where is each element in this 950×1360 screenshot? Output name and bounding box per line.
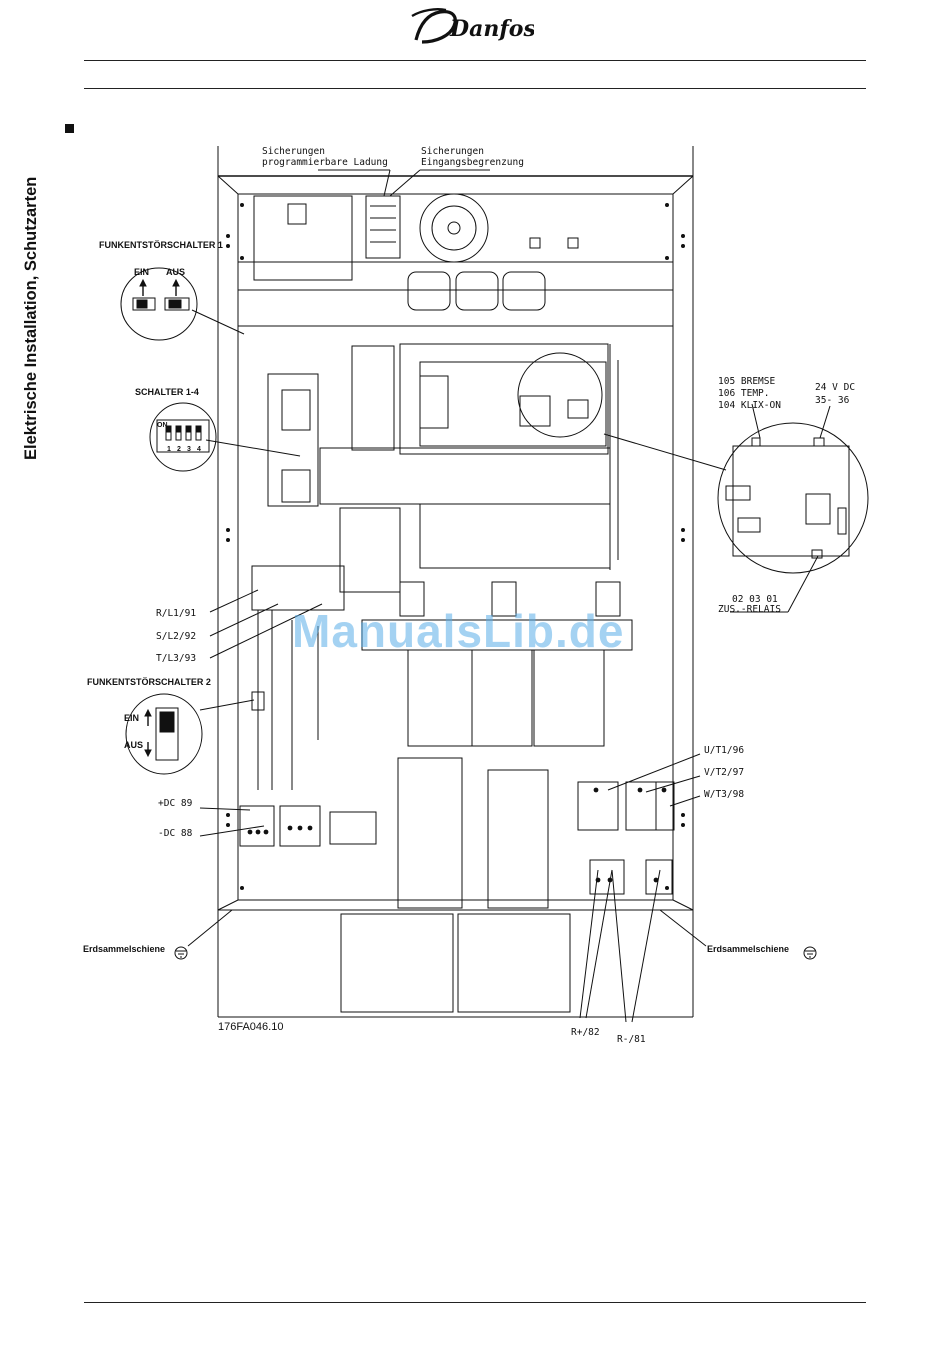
- label-dip-3: 3: [187, 446, 191, 453]
- label-fuses-programmable-1: Sicherungen: [262, 146, 325, 157]
- label-dip-on: ON: [157, 422, 168, 429]
- label-motor-u: U/T1/96: [704, 745, 745, 756]
- danfoss-logo: Danfoss: [411, 8, 534, 44]
- label-dip-4: 4: [197, 446, 201, 453]
- power-section: [239, 565, 675, 909]
- earth-symbol-right: [803, 946, 817, 960]
- label-fuses-programmable-2: programmierbare Ladung: [262, 157, 388, 168]
- label-brake-r-minus: R-/81: [617, 1034, 646, 1045]
- label-earth-bar-right: Erdsammelschiene: [707, 944, 790, 954]
- label-rfi1-on: EIN: [134, 267, 150, 277]
- label-switches-1-4: SCHALTER 1-4: [135, 387, 199, 397]
- label-rfi-switch-1: FUNKENTSTÖRSCHALTER 1: [99, 240, 223, 250]
- footer-rule: [84, 1302, 866, 1303]
- label-brake-105: 105 BREMSE: [718, 376, 776, 387]
- label-fuses-inrush-1: Sicherungen: [421, 146, 484, 157]
- label-relay: ZUS.-RELAIS: [718, 604, 781, 615]
- control-card-detail: [517, 352, 869, 574]
- label-rfi2-on: EIN: [124, 713, 140, 723]
- leader-lines: [187, 169, 819, 1023]
- header-rule-top: [84, 60, 866, 61]
- label-dip-2: 2: [177, 446, 181, 453]
- top-components: [253, 193, 579, 311]
- terminal-dots: [247, 787, 667, 883]
- label-rfi1-off: AUS: [166, 267, 186, 277]
- dip-switch-detail: [149, 402, 217, 472]
- label-dc-plus: +DC 89: [158, 798, 193, 809]
- rfi-switch-2-detail: [125, 693, 203, 775]
- label-rfi-switch-2: FUNKENTSTÖRSCHALTER 2: [87, 677, 211, 687]
- label-temp-106: 106 TEMP.: [718, 388, 770, 399]
- label-klixon-104: 104 KLIX-ON: [718, 400, 781, 411]
- brand-text: Danfoss: [449, 16, 534, 42]
- label-terminals-35-36: 35- 36: [815, 395, 850, 406]
- label-relay-terminals: 02 03 01: [732, 594, 778, 605]
- watermark: ManualsLib.de: [292, 605, 625, 657]
- cabinet-frame: [217, 146, 694, 1018]
- label-earth-bar-left: Erdsammelschiene: [83, 944, 166, 954]
- label-brake-r-plus: R+/82: [571, 1027, 600, 1038]
- control-boards: [267, 343, 619, 593]
- label-fuses-inrush-2: Eingangsbegrenzung: [421, 157, 524, 168]
- mounting-screws: [226, 203, 685, 890]
- label-mains-l2: S/L2/92: [156, 631, 197, 642]
- label-rfi2-off: AUS: [124, 740, 144, 750]
- label-motor-w: W/T3/98: [704, 789, 745, 800]
- label-mains-l3: T/L3/93: [156, 653, 197, 664]
- label-dip-1: 1: [167, 446, 171, 453]
- earth-symbol-left: [174, 946, 188, 960]
- label-motor-v: V/T2/97: [704, 767, 745, 778]
- header-rule-bottom: [84, 88, 866, 89]
- rfi-switch-1-detail: [120, 267, 198, 341]
- label-mains-l1: R/L1/91: [156, 608, 197, 619]
- label-dc-minus: -DC 88: [158, 828, 193, 839]
- label-24v-dc: 24 V DC: [815, 382, 856, 393]
- figure-id: 176FA046.10: [218, 1021, 284, 1033]
- bullet-marker: [65, 124, 74, 133]
